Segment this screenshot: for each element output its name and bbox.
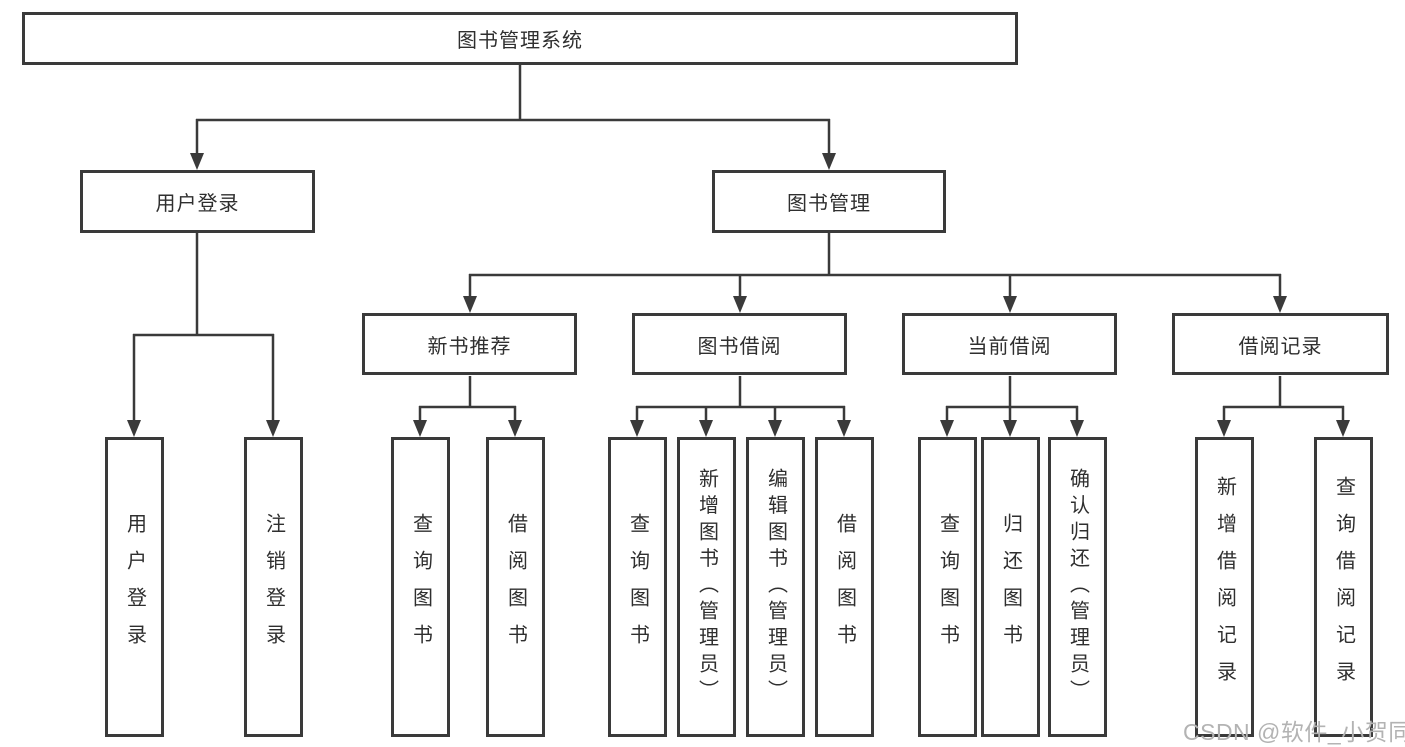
connector-user-login-children bbox=[127, 233, 280, 437]
arrowhead bbox=[508, 420, 522, 437]
node-query-borrow-record: 查询借阅记录 bbox=[1314, 437, 1373, 737]
node-borrow-books-recommend: 借阅图书 bbox=[486, 437, 545, 737]
arrowhead bbox=[630, 420, 644, 437]
node-label: 查询图书 bbox=[409, 513, 432, 661]
node-book-management: 图书管理 bbox=[712, 170, 946, 233]
node-query-books-current: 查询图书 bbox=[918, 437, 977, 737]
arrowhead bbox=[1336, 420, 1350, 437]
node-query-books-recommend: 查询图书 bbox=[391, 437, 450, 737]
node-borrow-records: 借阅记录 bbox=[1172, 313, 1389, 375]
connector-book-borrow-children bbox=[630, 376, 851, 437]
connector-borrow-records-children bbox=[1217, 376, 1350, 437]
node-label: 新增图书（管理员） bbox=[695, 468, 718, 706]
node-book-borrow: 图书借阅 bbox=[632, 313, 847, 375]
connector-current-borrow-children bbox=[940, 376, 1084, 437]
arrowhead bbox=[1003, 296, 1017, 313]
node-user-login-leaf: 用户登录 bbox=[105, 437, 164, 737]
arrowhead bbox=[940, 420, 954, 437]
node-add-borrow-record: 新增借阅记录 bbox=[1195, 437, 1254, 737]
connector-root-to-level2 bbox=[190, 65, 836, 170]
node-label: 图书管理 bbox=[787, 193, 871, 215]
node-label: 确认归还（管理员） bbox=[1066, 468, 1089, 706]
arrowhead bbox=[822, 153, 836, 170]
node-label: 用户登录 bbox=[123, 513, 146, 661]
node-label: 查询图书 bbox=[936, 513, 959, 661]
node-edit-books-admin: 编辑图书（管理员） bbox=[746, 437, 805, 737]
arrowhead bbox=[837, 420, 851, 437]
node-borrow-books-leaf: 借阅图书 bbox=[815, 437, 874, 737]
node-label: 新书推荐 bbox=[427, 335, 512, 358]
node-label: 编辑图书（管理员） bbox=[764, 468, 787, 706]
arrowhead bbox=[1003, 420, 1017, 437]
node-label: 当前借阅 bbox=[967, 335, 1052, 358]
node-label: 查询借阅记录 bbox=[1332, 476, 1355, 698]
arrowhead bbox=[463, 296, 477, 313]
node-label: 图书管理系统 bbox=[457, 30, 583, 52]
node-label: 新增借阅记录 bbox=[1213, 476, 1236, 698]
node-current-borrow: 当前借阅 bbox=[902, 313, 1117, 375]
node-label: 归还图书 bbox=[999, 513, 1022, 661]
node-query-books-borrow: 查询图书 bbox=[608, 437, 667, 737]
connector-new-book-recommend-children bbox=[413, 376, 522, 437]
arrowhead bbox=[699, 420, 713, 437]
node-user-login: 用户登录 bbox=[80, 170, 315, 233]
arrowhead bbox=[127, 420, 141, 437]
csdn-watermark: CSDN @软件_小贺同学 bbox=[1183, 719, 1405, 745]
node-label: 查询图书 bbox=[626, 513, 649, 661]
node-label: 图书借阅 bbox=[697, 335, 782, 358]
arrowhead bbox=[1070, 420, 1084, 437]
arrowhead bbox=[1273, 296, 1287, 313]
arrowhead bbox=[413, 420, 427, 437]
node-confirm-return-admin: 确认归还（管理员） bbox=[1048, 437, 1107, 737]
node-book-management-system: 图书管理系统 bbox=[22, 12, 1018, 65]
node-add-books-admin: 新增图书（管理员） bbox=[677, 437, 736, 737]
node-label: 借阅记录 bbox=[1238, 335, 1323, 358]
arrowhead bbox=[1217, 420, 1231, 437]
arrowhead bbox=[190, 153, 204, 170]
node-logout-leaf: 注销登录 bbox=[244, 437, 303, 737]
connector-book-management-children bbox=[463, 233, 1287, 313]
arrowhead bbox=[768, 420, 782, 437]
node-label: 注销登录 bbox=[262, 513, 285, 661]
node-return-books: 归还图书 bbox=[981, 437, 1040, 737]
node-new-book-recommend: 新书推荐 bbox=[362, 313, 577, 375]
node-label: 用户登录 bbox=[155, 193, 240, 215]
arrowhead bbox=[266, 420, 280, 437]
node-label: 借阅图书 bbox=[833, 513, 856, 661]
node-label: 借阅图书 bbox=[504, 513, 527, 661]
arrowhead bbox=[733, 296, 747, 313]
